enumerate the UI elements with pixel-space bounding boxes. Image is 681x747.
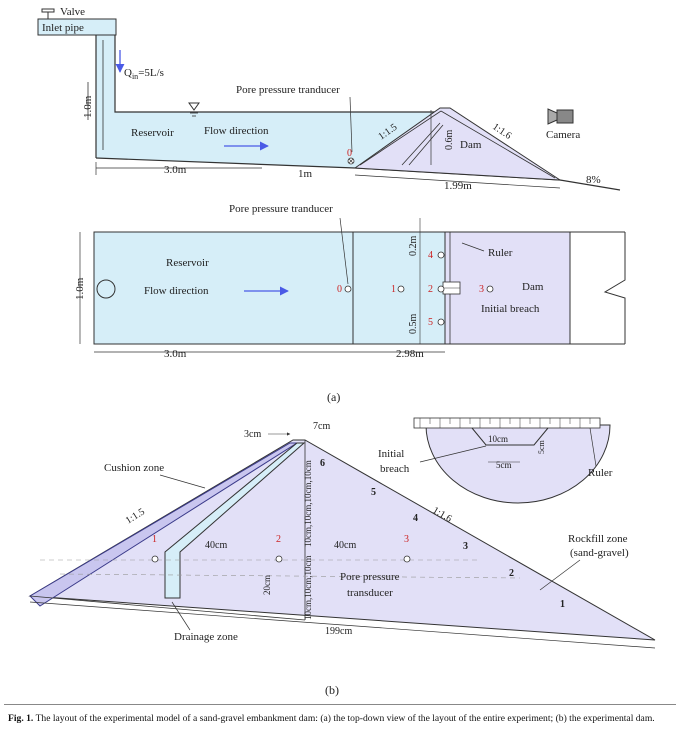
top-view: 1.0m Reservoir Flow direction Pore press… <box>74 203 626 360</box>
inlet-pipe <box>37 18 117 36</box>
ml3: 3 <box>463 541 468 552</box>
inlet-pipe-label: Inlet pipe <box>42 22 84 34</box>
dam-height-side: 0.6m <box>444 130 455 151</box>
dim3cm: 3cm <box>244 429 261 440</box>
ruler-top-label: Ruler <box>488 247 513 259</box>
rock-label-1: Rockfill zone <box>568 533 628 545</box>
qin-label: Qin=5L/s <box>124 67 164 81</box>
dim40a: 40cm <box>205 540 227 551</box>
dim199: 199cm <box>325 626 352 637</box>
reservoir-top-label: Reservoir <box>166 257 209 269</box>
label-a: (a) <box>327 390 340 404</box>
break-mark-icon <box>603 232 626 344</box>
breach-top-label: Initial breach <box>481 303 540 315</box>
sensor0-side-label: 0 <box>347 148 352 159</box>
water-level-icon <box>188 102 200 117</box>
len3-top: 3.0m <box>164 348 187 360</box>
s0-top: 0 <box>337 284 342 295</box>
side-view: Valve Inlet pipe Qin=5L/s 1.0m Reservoir… <box>37 6 621 192</box>
figure-canvas: Valve Inlet pipe Qin=5L/s 1.0m Reservoir… <box>28 6 656 697</box>
stack-upper: 10cm,10cm,10cm,10cm <box>303 460 313 547</box>
camera-label: Camera <box>546 129 580 141</box>
ml6: 6 <box>320 458 325 469</box>
drainage-zone <box>164 442 306 599</box>
flow-top-label: Flow direction <box>144 285 209 297</box>
dim02-top: 0.2m <box>408 236 419 257</box>
pore-label-top: Pore pressure tranducer <box>229 203 333 215</box>
cushion-label: Cushion zone <box>104 462 164 474</box>
rock-label-2: (sand-gravel) <box>570 547 629 559</box>
s1-top: 1 <box>391 284 396 295</box>
sensor-icon <box>347 157 355 165</box>
flow-direction-label: Flow direction <box>204 125 269 137</box>
pore-label-side: Pore pressure tranducer <box>236 84 340 96</box>
ruler-section-label: Ruler <box>588 467 613 479</box>
dim40b: 40cm <box>334 540 356 551</box>
caption-fig-no: Fig. 1. <box>8 713 34 724</box>
valve-icon <box>41 8 55 19</box>
ml1: 1 <box>560 599 565 610</box>
qin-value: =5L/s <box>138 67 164 79</box>
ml5: 5 <box>371 487 376 498</box>
grade-label: 8% <box>586 174 601 186</box>
ml2: 2 <box>509 568 514 579</box>
pore-section-1: Pore pressure <box>340 571 400 583</box>
caption-rule <box>4 704 676 705</box>
label-b: (b) <box>325 683 339 697</box>
p1: 1 <box>152 534 157 545</box>
reservoir-label: Reservoir <box>131 127 174 139</box>
breach-inset-halfcircle <box>425 424 611 504</box>
ib10: 10cm <box>488 434 508 444</box>
caption-text: The layout of the experimental model of … <box>35 713 655 724</box>
initial-breach-2: breach <box>380 463 410 475</box>
len199-side: 1.99m <box>444 180 472 192</box>
pore-section-2: transducer <box>347 587 393 599</box>
drain-label: Drainage zone <box>174 631 238 643</box>
s5-top: 5 <box>428 317 433 328</box>
len3-side: 3.0m <box>164 164 187 176</box>
ib5v: 5cm <box>537 439 546 454</box>
initial-breach-1: Initial <box>378 448 404 460</box>
qin-sub: in <box>132 72 138 81</box>
qin-q: Q <box>124 67 132 79</box>
ml4: 4 <box>413 513 418 524</box>
breach-inset: 10cm 5cm 5cm Initial breach Ruler <box>378 417 613 504</box>
s2-top: 2 <box>428 284 433 295</box>
camera-icon <box>547 108 574 125</box>
s3-top: 3 <box>479 284 484 295</box>
dim7cm: 7cm <box>313 421 330 432</box>
len298-top: 2.98m <box>396 348 424 360</box>
valve-label: Valve <box>60 6 85 18</box>
ib5: 5cm <box>496 460 512 470</box>
p3: 3 <box>404 534 409 545</box>
p2: 2 <box>276 534 281 545</box>
dam-label-side: Dam <box>460 139 482 151</box>
width-top: 1.0m <box>74 277 86 300</box>
inset-ruler <box>413 417 601 429</box>
dam-body-side <box>353 107 562 181</box>
dim05-top: 0.5m <box>408 314 419 335</box>
dam-section: 3cm 7cm Cushion zone 1:1.5 1:1.6 10cm,10… <box>28 417 656 649</box>
dam-top <box>444 231 571 345</box>
s4-top: 4 <box>428 250 433 261</box>
stack-lower: 10cm,10cm,10cm <box>303 556 313 621</box>
dim20cm: 20cm <box>262 575 272 595</box>
height-label: 1.0m <box>82 95 94 118</box>
dam-top-label: Dam <box>522 281 544 293</box>
circle-outline-icon <box>96 279 116 299</box>
figure-caption: Fig. 1. The layout of the experimental m… <box>8 712 674 725</box>
slope-up-section: 1:1.5 <box>124 506 147 526</box>
len1-side: 1m <box>298 168 313 180</box>
reservoir-top <box>93 231 354 345</box>
reservoir-water <box>96 20 440 168</box>
